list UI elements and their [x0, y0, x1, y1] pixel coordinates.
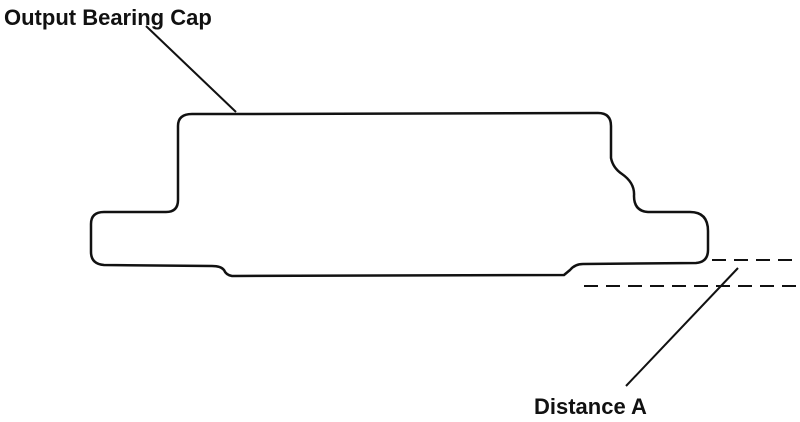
- part-leader-line: [145, 25, 237, 113]
- bearing-cap-outline: [89, 111, 710, 278]
- part-name-label: Output Bearing Cap: [4, 5, 212, 30]
- distance-leader-line: [625, 267, 739, 387]
- distance-label: Distance A: [534, 394, 647, 419]
